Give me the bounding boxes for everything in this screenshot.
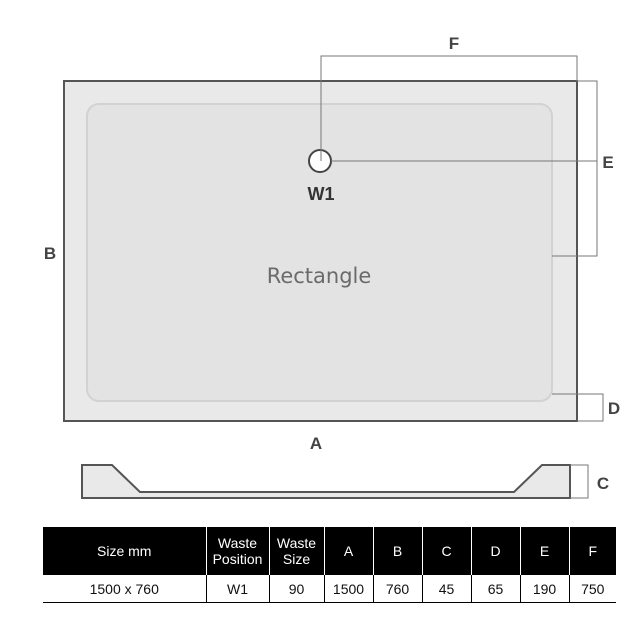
dimension-label-b: B <box>44 244 56 263</box>
cell-d: 65 <box>470 575 520 603</box>
cell-waste-position: W1 <box>205 575 269 603</box>
dimension-line-d <box>552 393 604 422</box>
waste-label: W1 <box>308 184 335 204</box>
table-row: 1500 x 760 W1 90 1500 760 45 65 190 750 <box>43 575 616 603</box>
shape-label: Rectangle <box>267 264 372 288</box>
header-e: E <box>519 527 569 575</box>
header-a: A <box>323 527 373 575</box>
cell-f: 750 <box>568 575 616 603</box>
tray-side-profile <box>81 464 571 499</box>
cell-b: 760 <box>372 575 422 603</box>
cell-e: 190 <box>519 575 569 603</box>
dimension-label-c: C <box>597 474 609 493</box>
dimension-label-f: F <box>449 34 459 53</box>
cell-c: 45 <box>421 575 471 603</box>
dimension-label-e: E <box>602 153 613 172</box>
shower-tray-diagram: W1 Rectangle F E B A D C <box>44 34 620 499</box>
header-b: B <box>372 527 422 575</box>
header-f: F <box>568 527 616 575</box>
cell-waste-size: 90 <box>268 575 324 603</box>
cell-size: 1500 x 760 <box>43 575 206 603</box>
dimension-line-c <box>570 464 589 499</box>
dimension-label-d: D <box>608 399 620 418</box>
dimension-line-f <box>320 55 578 161</box>
header-c: C <box>421 527 471 575</box>
header-d: D <box>470 527 520 575</box>
dimension-label-a: A <box>310 434 322 453</box>
waste-circle <box>308 149 332 173</box>
dimension-line-e-bracket <box>552 80 598 257</box>
tray-basin <box>86 103 553 402</box>
header-size: Size mm <box>43 527 206 575</box>
cell-a: 1500 <box>323 575 373 603</box>
